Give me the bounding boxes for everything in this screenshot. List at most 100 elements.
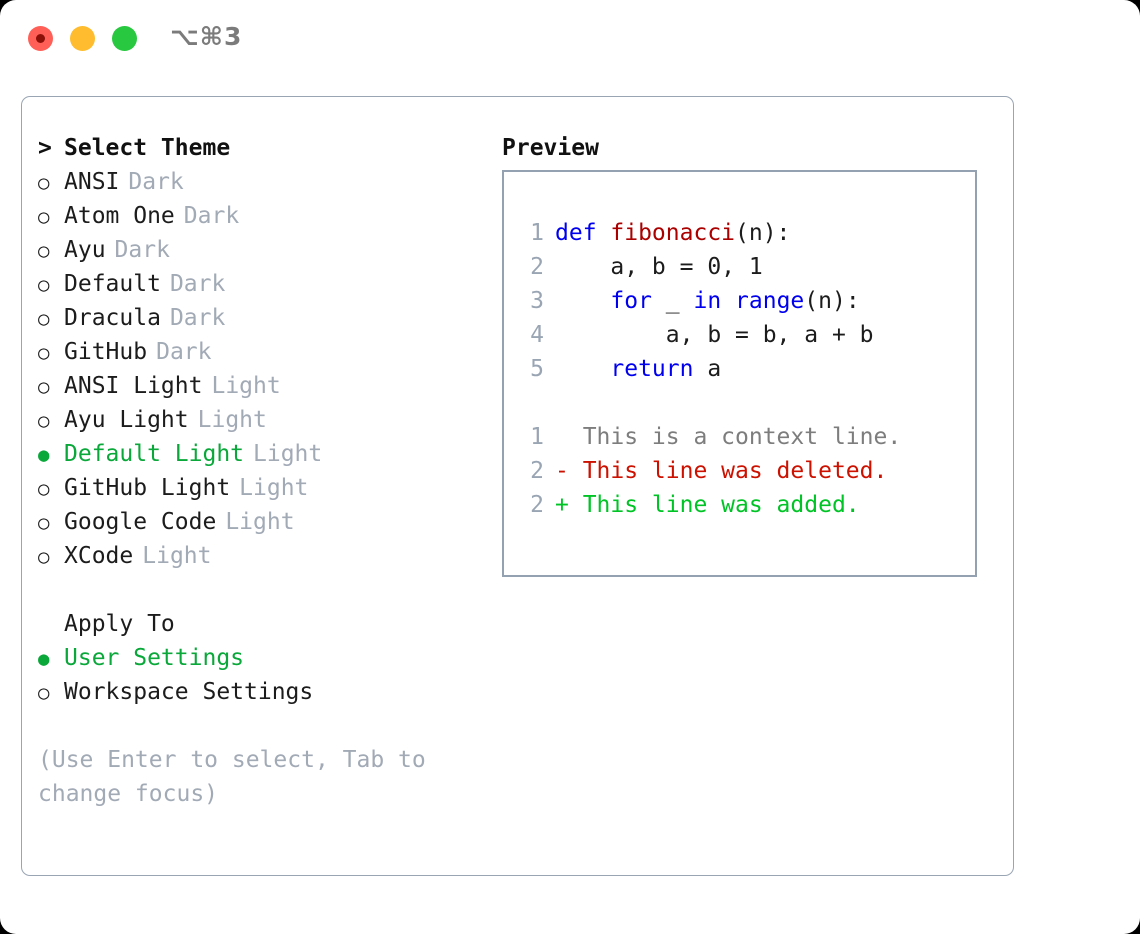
theme-option-atom-one[interactable]: Atom One Dark [38,199,478,233]
code-token-kw: return [610,356,694,382]
code-token-plain: a, b = b, a + b [555,322,874,348]
select-theme-heading-label: Select Theme [64,135,231,161]
theme-variant-badge: Light [211,373,281,399]
radio-unselected-icon [38,539,64,574]
code-line: 4 a, b = b, a + b [504,318,975,352]
theme-option-label: Default [64,271,161,297]
window-titlebar: ⌥⌘3 [0,0,1140,78]
maximize-button[interactable] [112,26,137,51]
theme-option-google-code[interactable]: Google Code Light [38,505,478,539]
theme-option-label: Atom One [64,203,175,229]
code-line: 2 a, b = 0, 1 [504,250,975,284]
theme-option-dracula[interactable]: Dracula Dark [38,301,478,335]
apply-to-heading: Apply To [38,607,478,641]
theme-variant-badge: Dark [128,169,184,195]
theme-option-label: Ayu Light [64,407,189,433]
diff-line: 2 - This line was deleted. [504,454,975,488]
code-token-plain: (n): [735,220,791,246]
code-diff-separator [504,386,975,420]
keyboard-shortcut-label: ⌥⌘3 [170,22,243,51]
theme-option-label: GitHub [64,339,148,365]
radio-selected-icon [38,641,64,676]
diff-sample-block: 1 This is a context line. 2 - This line wa… [504,420,975,522]
code-line: 3 for _ in range(n): [504,284,975,318]
theme-option-label: Dracula [64,305,161,331]
theme-variant-badge: Light [197,407,267,433]
theme-option-list: ANSIDarkAtom OneDarkAyuDarkDefaultDarkDr… [38,165,478,573]
diff-line-text-add: + This line was added. [555,492,860,518]
code-line: 1 def fibonacci(n): [504,216,975,250]
radio-unselected-icon [38,369,64,404]
preview-title: Preview [502,135,599,161]
code-token-plain: _ [651,288,694,314]
apply-to-option-list: User SettingsWorkspace Settings [38,641,478,709]
theme-option-label: Google Code [64,509,217,535]
code-line: 5 return a [504,352,975,386]
code-token-kw: for [610,288,652,314]
radio-unselected-icon [38,335,64,370]
code-token-plain: (n): [804,288,860,314]
theme-selector-panel: Select Theme ANSIDarkAtom OneDarkAyuDark… [21,96,1014,876]
select-theme-heading: Select Theme [38,131,478,165]
theme-option-ayu[interactable]: Ayu Dark [38,233,478,267]
theme-option-label: Default Light [64,441,245,467]
theme-option-label: GitHub Light [64,475,231,501]
traffic-light-group [28,26,137,51]
radio-unselected-icon [38,199,64,234]
code-token-kw: def [555,220,611,246]
apply-to-option-workspace-settings[interactable]: Workspace Settings [38,675,478,709]
diff-line: 2 + This line was added. [504,488,975,522]
theme-variant-badge: Light [253,441,323,467]
theme-option-label: Ayu [64,237,106,263]
theme-option-ansi[interactable]: ANSI Dark [38,165,478,199]
theme-option-label: ANSI [64,169,120,195]
radio-unselected-icon [38,165,64,200]
close-button[interactable] [28,26,53,51]
radio-unselected-icon [38,403,64,438]
caret-icon [38,131,64,165]
minimize-button[interactable] [70,26,95,51]
code-token-plain [555,356,610,382]
theme-list-column: Select Theme ANSIDarkAtom OneDarkAyuDark… [38,131,478,811]
section-spacer [38,573,478,607]
code-token-plain [555,288,610,314]
theme-variant-badge: Dark [114,237,170,263]
theme-variant-badge: Light [239,475,309,501]
diff-line-text-ctx: This is a context line. [555,424,902,450]
apply-to-option-label: Workspace Settings [64,679,314,705]
theme-option-default-light[interactable]: Default Light Light [38,437,478,471]
code-token-plain: a [693,356,722,382]
code-token-plain [721,288,735,314]
code-line-number: 3 [530,288,544,314]
diff-line-number: 2 [530,458,544,484]
diff-line-text-del: - This line was deleted. [555,458,888,484]
radio-unselected-icon [38,267,64,302]
theme-option-github-light[interactable]: GitHub Light Light [38,471,478,505]
theme-variant-badge: Light [225,509,295,535]
keyboard-hint-text: (Use Enter to select, Tab to change focu… [38,747,426,807]
code-line-number: 4 [530,322,544,348]
diff-line-number: 2 [530,492,544,518]
theme-variant-badge: Dark [156,339,212,365]
code-token-plain: a, b = 0, 1 [555,254,763,280]
theme-variant-badge: Light [142,543,212,569]
code-line-number: 2 [530,254,544,280]
theme-variant-badge: Dark [169,305,226,331]
apply-to-option-user-settings[interactable]: User Settings [38,641,478,675]
theme-variant-badge: Dark [183,203,240,229]
theme-variant-badge: Dark [169,271,226,297]
radio-unselected-icon [38,471,64,506]
code-line-number: 1 [530,220,544,246]
theme-option-ayu-light[interactable]: Ayu Light Light [38,403,478,437]
theme-option-default[interactable]: Default Dark [38,267,478,301]
radio-unselected-icon [38,301,64,336]
radio-unselected-icon [38,505,64,540]
diff-line-number: 1 [530,424,544,450]
code-token-fn: fibonacci [610,220,736,246]
theme-option-github[interactable]: GitHub Dark [38,335,478,369]
